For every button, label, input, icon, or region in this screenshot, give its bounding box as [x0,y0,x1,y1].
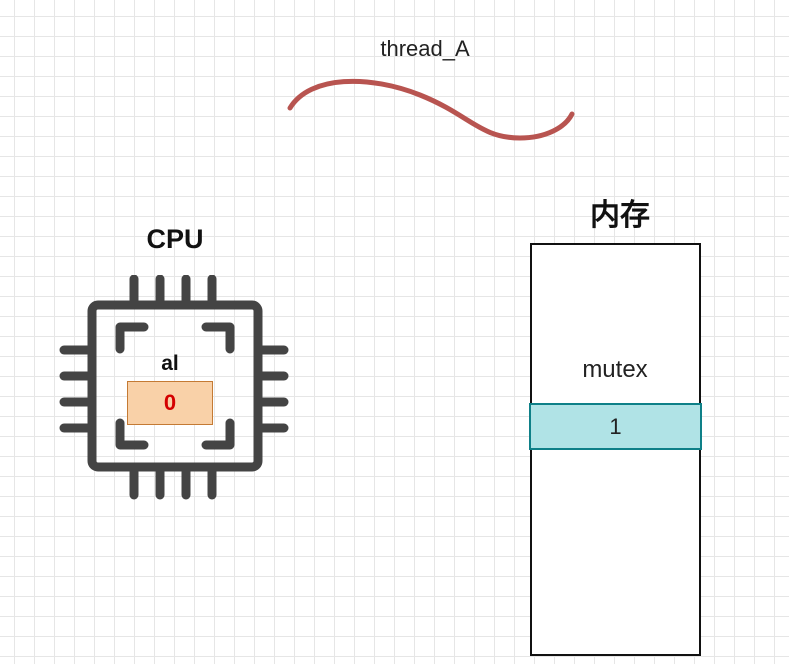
mutex-cell: 1 [529,403,702,450]
cpu-title: CPU [146,224,204,254]
memory-title: 内存 [590,199,650,232]
thread-label: thread_A [380,36,470,61]
mutex-value: 1 [609,413,622,439]
register-value: 0 [163,390,177,415]
mutex-label: mutex [582,356,648,383]
thread-wave [287,78,575,141]
register-box: 0 [127,381,213,425]
register-name: al [161,352,179,375]
cpu-chip-icon [59,275,289,500]
